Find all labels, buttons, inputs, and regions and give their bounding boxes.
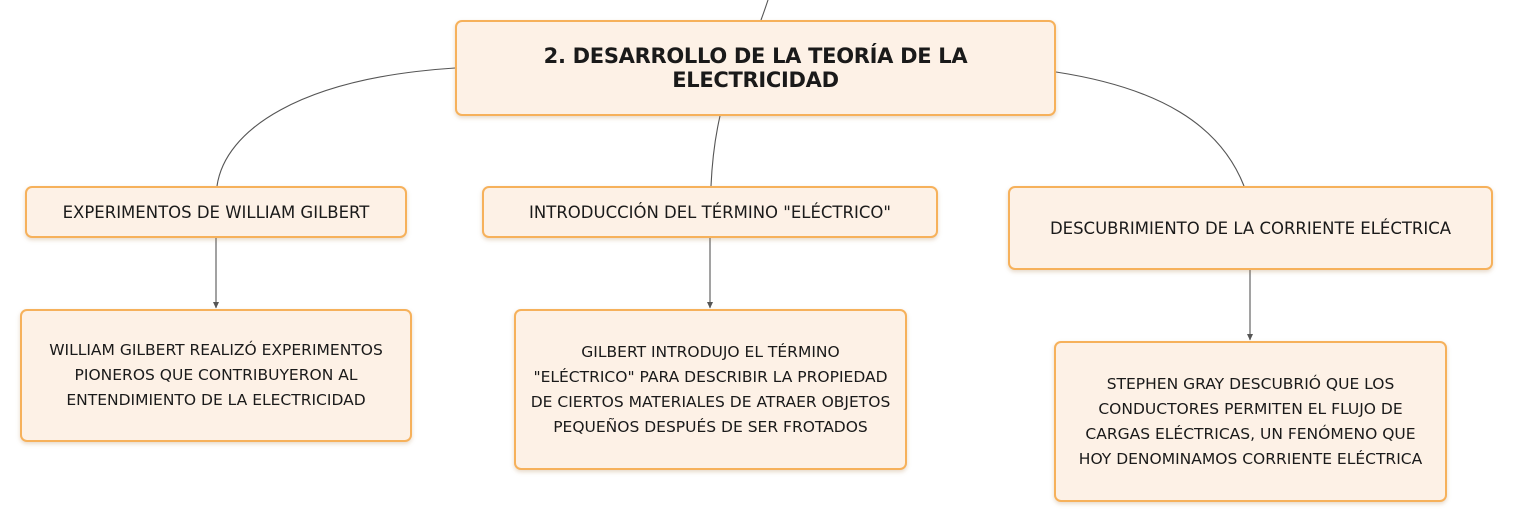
topic-node-label: DESCUBRIMIENTO DE LA CORRIENTE ELÉCTRICA — [1049, 218, 1452, 238]
root-node[interactable]: 2. DESARROLLO DE LA TEORÍA DE LA ELECTRI… — [455, 20, 1056, 116]
detail-node-electric-current[interactable]: STEPHEN GRAY DESCUBRIÓ QUE LOS CONDUCTOR… — [1054, 341, 1447, 502]
topic-node-label: INTRODUCCIÓN DEL TÉRMINO "ELÉCTRICO" — [529, 202, 891, 222]
detail-node-william-gilbert-experiments[interactable]: WILLIAM GILBERT REALIZÓ EXPERIMENTOS PIO… — [20, 309, 412, 442]
connector-parent-to-root — [760, 0, 769, 21]
connector-root-to-topic-3 — [1055, 71, 1245, 187]
root-node-label: 2. DESARROLLO DE LA TEORÍA DE LA ELECTRI… — [543, 44, 968, 92]
detail-node-electric-term[interactable]: GILBERT INTRODUJO EL TÉRMINO "ELÉCTRICO"… — [514, 309, 907, 470]
connector-root-to-topic-2 — [710, 115, 721, 187]
topic-node-electric-current[interactable]: DESCUBRIMIENTO DE LA CORRIENTE ELÉCTRICA — [1008, 186, 1493, 270]
detail-node-text: STEPHEN GRAY DESCUBRIÓ QUE LOS CONDUCTOR… — [1078, 374, 1423, 468]
detail-node-text: GILBERT INTRODUJO EL TÉRMINO "ELÉCTRICO"… — [530, 342, 891, 436]
detail-node-text: WILLIAM GILBERT REALIZÓ EXPERIMENTOS PIO… — [49, 341, 383, 409]
connector-root-to-topic-1 — [216, 67, 456, 187]
topic-node-label: EXPERIMENTOS DE WILLIAM GILBERT — [62, 202, 370, 222]
topic-node-electric-term[interactable]: INTRODUCCIÓN DEL TÉRMINO "ELÉCTRICO" — [482, 186, 938, 238]
topic-node-william-gilbert-experiments[interactable]: EXPERIMENTOS DE WILLIAM GILBERT — [25, 186, 407, 238]
